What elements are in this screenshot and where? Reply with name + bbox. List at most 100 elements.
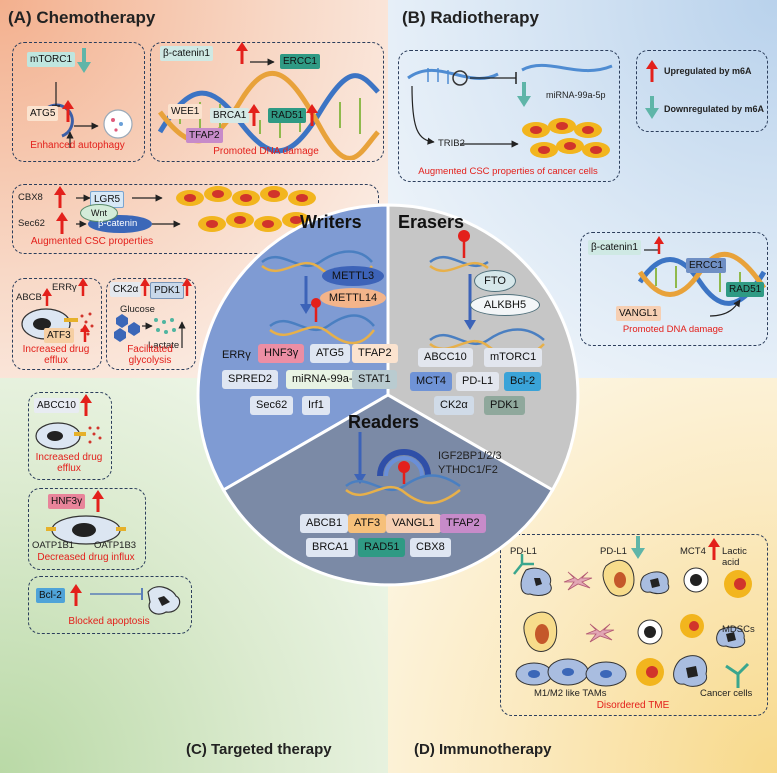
mettl14-oval: METTL14: [320, 288, 386, 308]
writer-target-erry: ERRγ: [222, 349, 251, 361]
fto-oval: FTO: [474, 270, 516, 292]
radio-beta-catenin1-tag: β-catenin1: [588, 240, 641, 255]
chemo-efflux-box: [12, 278, 102, 370]
oatp1b1-label: OATP1B1: [32, 540, 75, 551]
radio-csc-caption: Augmented CSC properties of cancer cells: [418, 166, 598, 177]
quadrant-d-title: (D) Immunotherapy: [414, 741, 552, 758]
targeted-efflux-caption-line2: efflux: [57, 463, 81, 474]
reader-target-vangl1: VANGL1: [386, 514, 441, 533]
eraser-target-abcc10: ABCC10: [418, 348, 473, 367]
lactic-acid-line1: Lactic: [722, 546, 747, 557]
beta-catenin1-tag: β-catenin1: [160, 46, 213, 61]
apoptosis-graphic: [90, 586, 181, 615]
radio-rad51-tag: RAD51: [726, 282, 765, 297]
writer-target-tfap2: TFAP2: [352, 344, 398, 363]
quadrant-a-title: (A) Chemotherapy: [8, 8, 156, 27]
radio-beta-catenin1-up-arrow: [654, 236, 664, 254]
radio-dna-damage-box: [580, 232, 768, 346]
writer-target-atg5: ATG5: [310, 344, 350, 363]
atg5-up-arrow: [62, 100, 74, 122]
bcl2-up-arrow: [70, 584, 82, 606]
apoptosis-caption: Blocked apoptosis: [68, 616, 150, 627]
erasers-title: Erasers: [398, 212, 465, 232]
erry-up-arrow: [78, 278, 88, 296]
eraser-target-pdl1: PD-L1: [456, 372, 500, 391]
targeted-apoptosis-box: [28, 576, 192, 634]
tams-label: M1/M2 like TAMs: [534, 688, 607, 699]
eraser-target-ck2a: CK2α: [434, 396, 474, 415]
cbx8-label: CBX8: [18, 192, 43, 203]
erasers-sector: [386, 203, 580, 493]
glycolysis-caption-line1: Facilitated: [127, 344, 173, 355]
autophagy-box: [12, 42, 145, 162]
reader-target-abcb1: ABCB1: [300, 514, 349, 533]
legend-up-label: Upregulated by m6A: [664, 66, 752, 76]
lactate-label: Lactate: [148, 340, 180, 351]
chemo-csc-graphic: [76, 186, 338, 233]
mirna-99a-5p-label: miRNA-99a-5p: [546, 90, 606, 100]
cbx8-up-arrow: [54, 186, 66, 208]
legend-down-arrow: [645, 96, 659, 119]
trib2-label: TRIB2: [438, 138, 465, 149]
readers-title: Readers: [348, 412, 420, 432]
reader-target-brca1: BRCA1: [306, 538, 355, 557]
mirna-down-arrow: [517, 82, 531, 107]
sec62-up-arrow: [56, 212, 68, 234]
writer-target-stat1: STAT1: [352, 370, 397, 389]
writer-target-spred2: SPRED2: [222, 370, 279, 389]
mdscs-label: MDSCs: [722, 624, 755, 635]
eraser-target-bcl2: Bcl-2: [504, 372, 542, 391]
tme-graphic: [513, 554, 752, 688]
lactic-acid-line2: acid: [722, 557, 740, 568]
mettl3-oval: METTL3: [322, 266, 384, 286]
writer-target-hnf3y: HNF3γ: [258, 344, 305, 363]
pdk1-tag: PDK1: [150, 282, 185, 299]
writers-title: Writers: [300, 212, 362, 232]
hnf3y-tag: HNF3γ: [48, 494, 86, 509]
mct4-up-arrow: [708, 538, 720, 560]
legend-box: [636, 50, 768, 132]
quadrant-c-title: (C) Targeted therapy: [186, 741, 332, 758]
glycolysis-graphic: [114, 314, 186, 348]
ck2a-up-arrow: [140, 278, 150, 296]
brca1-tag: BRCA1: [210, 108, 250, 123]
abcb-up-arrow: [42, 288, 52, 306]
eraser-target-mtorc1: mTORC1: [484, 348, 543, 367]
beta-catenin1-up-arrow: [236, 42, 248, 64]
autophagy-caption: Enhanced autophagy: [30, 140, 125, 151]
glucose-label: Glucose: [120, 304, 155, 315]
chemo-dna-damage-caption: Promoted DNA damage: [213, 146, 319, 157]
atf3-up-arrow: [80, 324, 90, 342]
pdl1-down-arrow: [631, 536, 645, 559]
radio-vangl1-tag: VANGL1: [616, 306, 661, 321]
quadrant-b-title: (B) Radiotherapy: [402, 8, 539, 27]
erry-label: ERRγ: [52, 282, 77, 293]
hnf3y-up-arrow: [92, 490, 104, 512]
reader-target-tfap2: TFAP2: [440, 514, 486, 533]
chemo-csc-caption: Augmented CSC properties: [30, 236, 154, 247]
tme-box: [500, 534, 768, 716]
reader-target-atf3: ATF3: [348, 514, 387, 533]
chemo-efflux-caption-line1: Increased drug: [22, 344, 90, 355]
wnt-oval: Wnt: [80, 204, 118, 222]
radio-ercc1-tag: ERCC1: [686, 258, 726, 273]
tfap2-tag: TFAP2: [186, 128, 223, 143]
chemo-dna-damage-box: [150, 42, 384, 162]
rad51-tag: RAD51: [268, 108, 307, 123]
sec62-label: Sec62: [18, 218, 45, 229]
reader-target-cbx8: CBX8: [410, 538, 451, 557]
targeted-influx-cell: [46, 515, 126, 545]
rad51-up-arrow: [306, 104, 318, 126]
abcc10-up-arrow: [80, 394, 92, 416]
targeted-efflux-cell: [35, 422, 102, 450]
bcl2-tag: Bcl-2: [36, 588, 65, 603]
tme-caption: Disordered TME: [596, 700, 670, 711]
wee1-tag: WEE1: [168, 104, 203, 119]
ck2a-tag: CK2α: [110, 282, 142, 297]
mct4-label: MCT4: [680, 546, 706, 557]
